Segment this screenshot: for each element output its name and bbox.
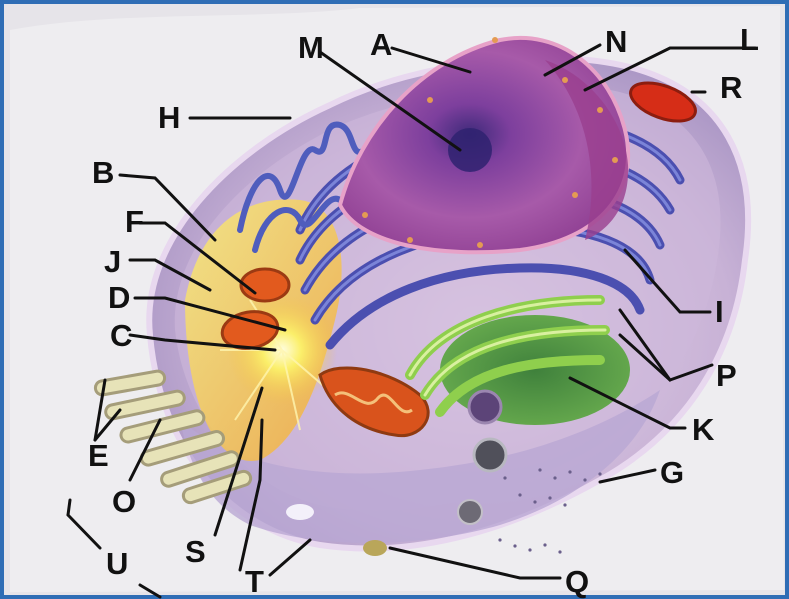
vesicle <box>474 439 506 471</box>
vacuole <box>286 504 314 520</box>
label-D: D <box>108 280 130 315</box>
label-A: A <box>370 27 392 62</box>
label-C: C <box>110 318 132 353</box>
label-U: U <box>106 546 128 581</box>
label-I: I <box>715 294 724 329</box>
label-R: R <box>720 70 742 105</box>
mitochondrion-small <box>241 269 289 301</box>
label-S: S <box>185 534 206 569</box>
vesicle-lower <box>458 500 482 524</box>
label-H: H <box>158 100 180 135</box>
label-N: N <box>605 24 627 59</box>
label-F: F <box>125 204 144 239</box>
label-L: L <box>740 22 759 57</box>
label-J: J <box>104 244 121 279</box>
label-E: E <box>88 438 109 473</box>
label-B: B <box>92 155 114 190</box>
label-O: O <box>112 484 136 519</box>
label-G: G <box>660 455 684 490</box>
label-M: M <box>298 30 324 65</box>
peroxisome <box>363 540 387 556</box>
label-K: K <box>692 412 715 447</box>
label-Q: Q <box>565 564 589 599</box>
label-T: T <box>245 564 264 599</box>
label-P: P <box>716 358 737 393</box>
lysosome <box>469 391 501 423</box>
nucleolus <box>448 128 492 172</box>
